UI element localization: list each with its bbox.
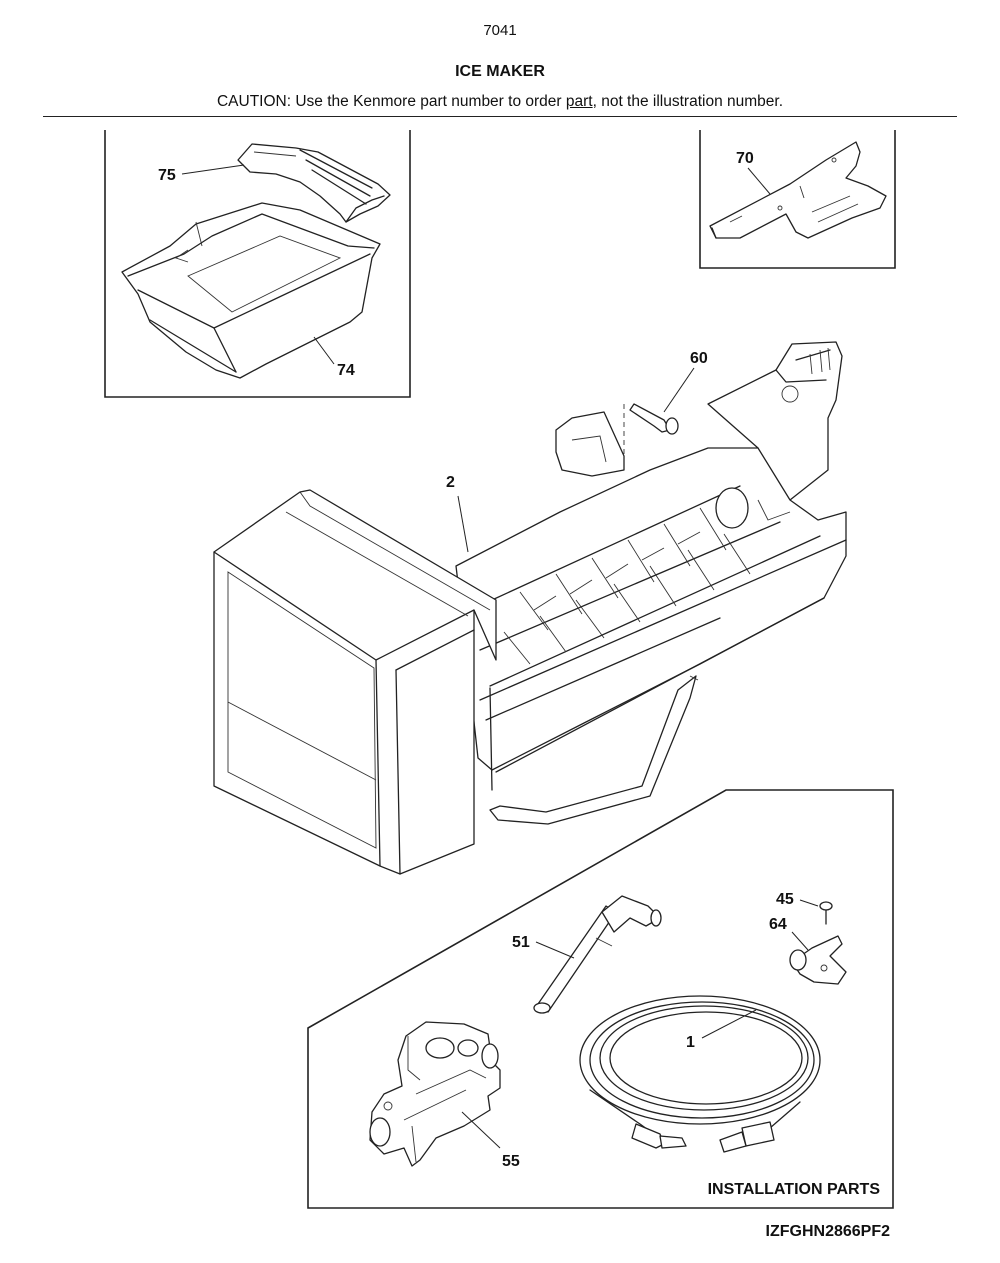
leader-45 <box>799 899 819 907</box>
callout-60: 60 <box>690 350 708 367</box>
ice-bin-icon <box>121 202 381 379</box>
leader-60 <box>663 367 695 413</box>
callout-70: 70 <box>736 150 754 167</box>
leader-51 <box>535 941 575 959</box>
page-number: 7041 <box>483 22 517 39</box>
callout-45: 45 <box>776 891 794 908</box>
clamp-icon <box>789 935 847 985</box>
leader-55 <box>461 1111 501 1149</box>
leader-70 <box>747 167 771 195</box>
leader-2 <box>457 495 469 553</box>
callout-51: 51 <box>512 934 530 951</box>
bin-inset-frame <box>104 130 411 398</box>
installation-parts-label: INSTALLATION PARTS <box>708 1181 881 1198</box>
water-tubing-icon <box>579 995 821 1153</box>
diagram-title: ICE MAKER <box>455 63 545 80</box>
ice-maker-assembly-icon <box>213 341 847 875</box>
caution-text-end: , not the illustration number. <box>592 93 784 110</box>
callout-1: 1 <box>686 1034 695 1051</box>
callout-2: 2 <box>446 474 455 491</box>
mounting-bracket-icon <box>709 141 887 239</box>
callout-64: 64 <box>769 916 787 933</box>
model-number: IZFGHN2866PF2 <box>766 1223 891 1240</box>
header-divider <box>43 116 957 117</box>
caution-note: CAUTION: Use the Kenmore part number to … <box>0 93 1000 111</box>
installation-parts-frame <box>307 789 894 1209</box>
leader-1 <box>701 1009 757 1039</box>
callout-75: 75 <box>158 167 176 184</box>
caution-text: CAUTION: Use the Kenmore part number to … <box>216 93 566 110</box>
leader-74 <box>313 336 335 365</box>
callout-74: 74 <box>337 362 355 379</box>
callout-55: 55 <box>502 1153 520 1170</box>
clamp-screw-icon <box>819 901 833 925</box>
bin-cover-icon <box>237 143 391 223</box>
water-valve-icon <box>369 1021 501 1167</box>
screw-icon <box>629 403 679 435</box>
fill-tube-icon <box>533 895 662 1014</box>
leader-64 <box>791 931 809 951</box>
leader-75 <box>181 164 245 175</box>
caution-part-word: part <box>565 93 593 110</box>
bracket-inset-frame <box>699 130 896 269</box>
